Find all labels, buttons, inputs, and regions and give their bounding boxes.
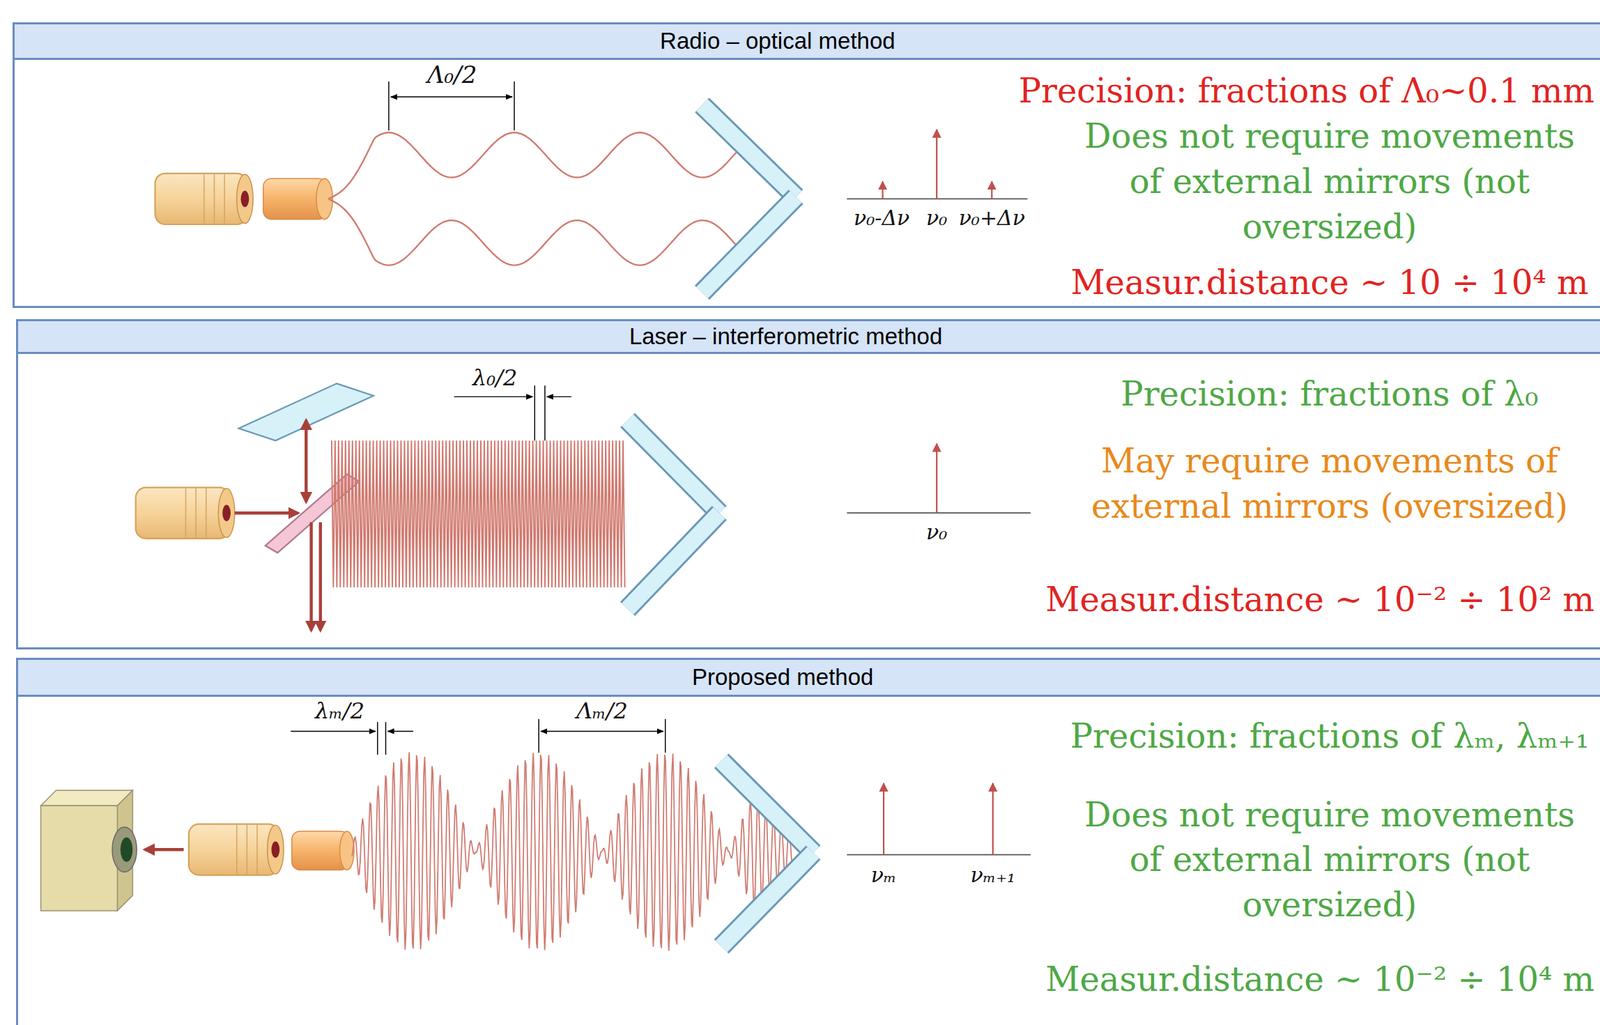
range-note: Measur.distance ~ 10⁻² ÷ 10² m [1045, 577, 1595, 623]
frequency-label: νₘ₊₁ [970, 861, 1017, 890]
modulator [291, 831, 355, 871]
modulated-wave [328, 198, 738, 265]
laser-source [155, 173, 254, 225]
frequency-label: ν₀+Δν [958, 204, 1026, 233]
corner-reflector [721, 760, 814, 947]
beam-arrow [319, 521, 322, 630]
dimension-label: Λₘ/2 [576, 696, 628, 727]
dimension-line [454, 385, 572, 441]
laser-source [135, 487, 235, 539]
photodetector [41, 790, 138, 911]
dimension-label: λₘ/2 [314, 696, 365, 727]
mirror-note: Does not require movements of external m… [1075, 792, 1584, 928]
modulated-wave [328, 132, 738, 199]
frequency-label: ν₀ [926, 518, 948, 548]
range-note: Measur.distance ~ 10 ÷ 10⁴ m [1070, 259, 1589, 306]
beat-wave [351, 752, 794, 952]
corner-reflector [701, 105, 796, 293]
corner-reflector [627, 420, 720, 610]
panel-header: Radio – optical method [14, 24, 1600, 60]
beam-arrow [234, 511, 299, 515]
modulator [263, 178, 334, 220]
dimension-label: Λ₀/2 [427, 59, 477, 92]
panel-title: Proposed method [691, 664, 874, 691]
precision-note: Precision: fractions of Λ₀~0.1 mm [1018, 68, 1595, 114]
frequency-label: ν₀ [926, 204, 948, 233]
spectrum [846, 129, 1028, 200]
beam-arrow [309, 521, 313, 630]
precision-note: Precision: fractions of λₘ, λₘ₊₁ [1070, 713, 1589, 759]
panel-title: Laser – interferometric method [629, 323, 943, 350]
laser-wave [331, 440, 626, 588]
dimension-line [290, 719, 665, 755]
precision-note: Precision: fractions of λ₀ [1120, 371, 1538, 417]
panel-title: Radio – optical method [659, 27, 896, 55]
panel-header: Laser – interferometric method [18, 321, 1600, 355]
dimension-line [388, 81, 515, 131]
laser-source [188, 824, 284, 876]
range-note: Measur.distance ~ 10⁻² ÷ 10⁴ m [1045, 956, 1595, 1003]
beam-arrow [144, 848, 184, 851]
beam-arrow [304, 420, 308, 502]
mirror-note: Does not require movements of external m… [1075, 113, 1584, 249]
frequency-label: νₘ [871, 861, 897, 890]
spectrum [846, 443, 1031, 514]
panel-header: Proposed method [18, 659, 1600, 697]
spectrum [846, 783, 1031, 855]
dimension-label: λ₀/2 [472, 363, 518, 394]
frequency-label: ν₀-Δν [853, 204, 910, 233]
mirror-note: May require movements of external mirror… [1078, 438, 1581, 529]
